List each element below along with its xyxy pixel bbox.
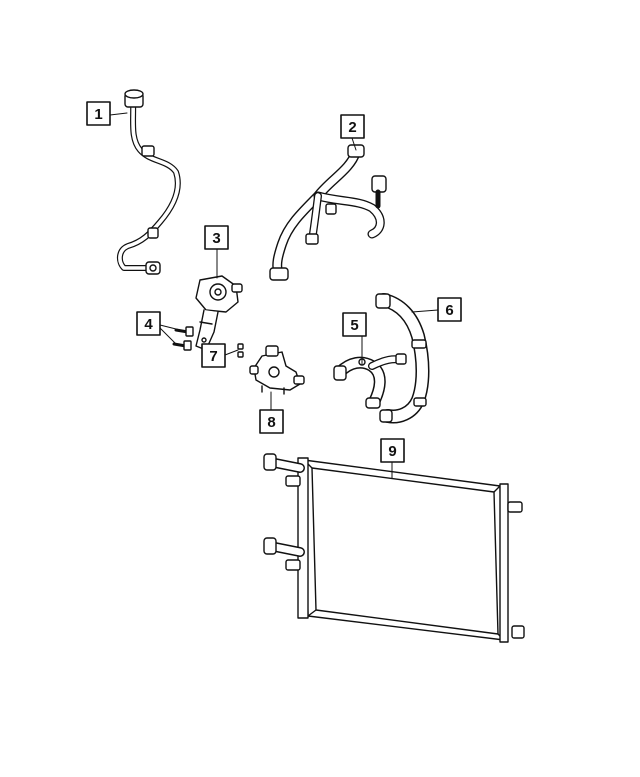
callout-7-label: 7: [209, 348, 217, 365]
callout-5: 5: [342, 312, 367, 337]
part-1-hose: [116, 89, 181, 275]
callout-5-label: 5: [350, 317, 358, 334]
part-2-hose: [269, 144, 387, 281]
callout-8-label: 8: [267, 414, 275, 431]
callout-2: 2: [340, 114, 365, 139]
callout-3: 3: [204, 225, 229, 250]
leader-lines: [109, 112, 439, 479]
callout-8: 8: [259, 409, 284, 434]
callout-3-label: 3: [212, 230, 220, 247]
callout-1: 1: [86, 101, 111, 126]
callout-6-label: 6: [445, 302, 453, 319]
callout-1-label: 1: [94, 106, 102, 123]
part-9-radiator: [263, 453, 525, 643]
callout-9: 9: [380, 438, 405, 463]
callout-4: 4: [136, 311, 161, 336]
callout-9-label: 9: [388, 443, 396, 460]
callout-4-label: 4: [144, 316, 153, 333]
part-5-hose: [333, 353, 407, 409]
callout-6: 6: [437, 297, 462, 322]
callout-2-label: 2: [348, 119, 356, 136]
part-6-hose: [375, 293, 430, 424]
part-4-bolts: [172, 326, 194, 351]
callout-7: 7: [201, 343, 226, 368]
part-3-pump: [195, 275, 243, 351]
part-8-valve: [249, 345, 305, 395]
part-7-clips: [237, 343, 244, 358]
